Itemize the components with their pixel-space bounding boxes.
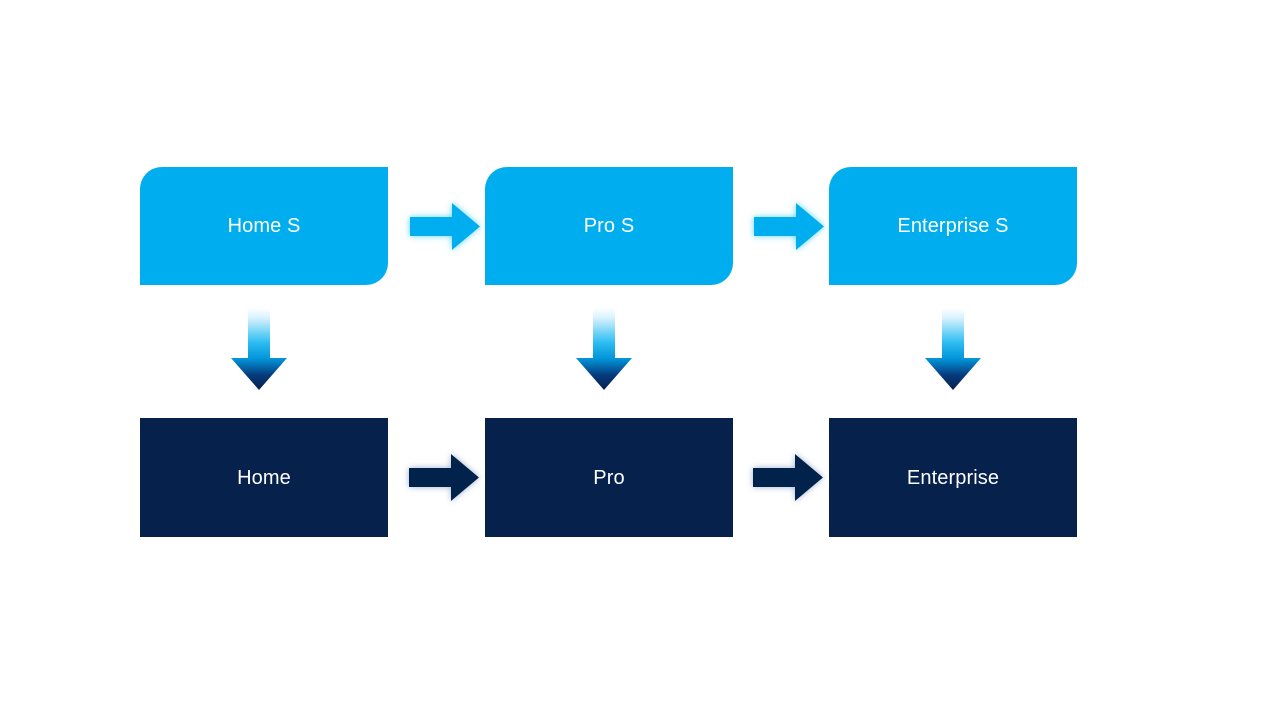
node-home-label: Home <box>237 466 291 489</box>
node-pro-label: Pro <box>593 466 625 489</box>
arrow-right-pro-s-to-enterprise-s <box>754 203 824 250</box>
arrow-right-home-s-to-pro-s <box>410 203 480 250</box>
node-enterprise[interactable]: Enterprise <box>829 418 1077 537</box>
arrow-down-pro-s-to-pro <box>576 308 632 390</box>
node-pro[interactable]: Pro <box>485 418 733 537</box>
arrow-down-home-s-to-home <box>231 308 287 390</box>
node-home[interactable]: Home <box>140 418 388 537</box>
arrow-right-home-to-pro <box>409 454 479 501</box>
node-pro-s-label: Pro S <box>583 215 635 237</box>
node-home-s-label: Home S <box>227 215 301 237</box>
node-enterprise-s[interactable]: Enterprise S <box>829 167 1077 285</box>
arrow-down-enterprise-s-to-enterprise <box>925 308 981 390</box>
node-enterprise-label: Enterprise <box>906 466 1000 489</box>
node-enterprise-s-label: Enterprise S <box>897 215 1009 237</box>
node-home-s[interactable]: Home S <box>140 167 388 285</box>
node-pro-s[interactable]: Pro S <box>485 167 733 285</box>
arrow-right-pro-to-enterprise <box>753 454 823 501</box>
